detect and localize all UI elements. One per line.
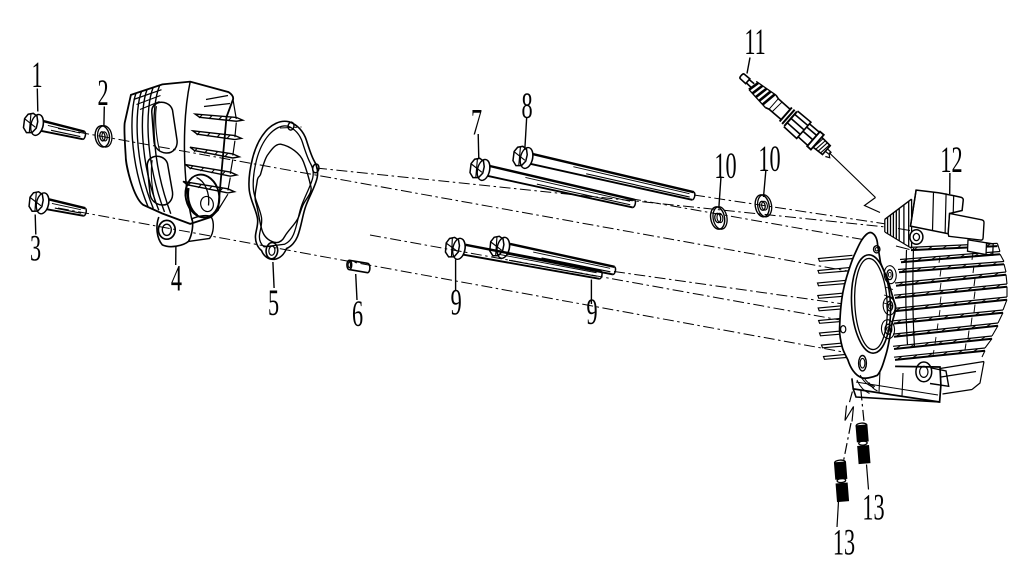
svg-text:11: 11 [744,21,765,62]
svg-text:4: 4 [171,258,182,299]
svg-text:13: 13 [862,487,884,528]
svg-text:10: 10 [758,138,780,179]
svg-text:6: 6 [352,293,363,334]
svg-text:2: 2 [97,72,108,113]
svg-text:9: 9 [451,282,462,323]
svg-text:13: 13 [833,522,855,563]
svg-text:3: 3 [30,228,41,269]
svg-text:7: 7 [471,102,482,143]
svg-text:12: 12 [940,139,962,180]
svg-text:10: 10 [714,145,736,186]
svg-text:8: 8 [521,85,532,126]
svg-text:1: 1 [31,54,42,95]
svg-text:9: 9 [586,291,597,332]
svg-text:5: 5 [268,282,279,323]
